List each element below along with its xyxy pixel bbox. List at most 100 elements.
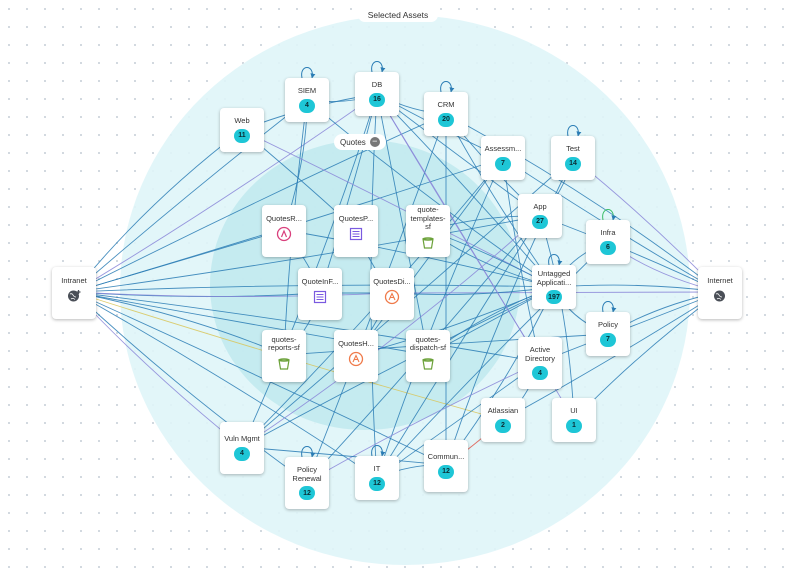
edge-db-to-quote-inf: [319, 93, 378, 294]
node-policy-renewal[interactable]: Policy Renewal 12: [285, 457, 329, 509]
edge-commun-to-vuln-mgmt: [241, 445, 447, 466]
quotes-group-label: Quotes: [340, 137, 366, 147]
edge-intranet-to-crm: [73, 113, 447, 293]
node-assessm[interactable]: Assessm... 7: [481, 136, 525, 180]
count-badge: 12: [369, 476, 385, 491]
count-badge: 27: [532, 214, 548, 229]
node-label: Policy Renewal: [292, 465, 322, 483]
edge-internet-to-atlassian: [502, 291, 721, 421]
node-label: quotes-reports-sf: [268, 334, 300, 352]
edge-intranet-to-db: [73, 93, 378, 293]
count-badge: 4: [532, 366, 548, 380]
bucket-icon: [420, 356, 436, 377]
node-label: QuotesR...: [266, 213, 302, 223]
node-label: QuoteInF...: [301, 276, 339, 286]
count-badge: 12: [299, 486, 315, 500]
count-badge: 20: [438, 112, 454, 127]
edge-intranet-to-policy-renewal: [73, 291, 308, 483]
node-label: quotes-dispatch-sf: [409, 334, 447, 352]
count-badge: 4: [299, 98, 315, 113]
count-badge: 6: [600, 240, 616, 255]
node-label: SIEM: [297, 86, 317, 96]
edge-intranet-to-active-directory: [73, 291, 541, 364]
node-label: Untagged Applicati...: [536, 269, 572, 287]
edge-internet-to-crm: [445, 113, 721, 293]
self-loop-policy-renewal: [301, 446, 316, 458]
self-loop-test: [567, 125, 582, 137]
quotes-group-toggle[interactable]: Quotes −: [334, 134, 386, 150]
count-badge: 14: [565, 156, 581, 171]
bucket-icon: [276, 356, 292, 377]
self-loop-it: [371, 445, 386, 457]
self-loop-crm: [440, 81, 455, 93]
node-quotes-r[interactable]: QuotesR...: [262, 205, 306, 257]
node-quotes-reports[interactable]: quotes-reports-sf: [262, 330, 306, 382]
globe-icon: [712, 288, 728, 309]
node-label: Infra: [600, 228, 616, 238]
edge-app-to-it: [376, 215, 541, 479]
edge-ui-to-app: [539, 215, 575, 421]
node-label: Assessm...: [484, 144, 522, 154]
node-quotes-p[interactable]: QuotesP...: [334, 205, 378, 257]
edge-intranet-to-quotes-dispatch: [73, 291, 429, 357]
node-label: QuotesH...: [338, 338, 374, 348]
node-label: DB: [371, 80, 383, 90]
globe-plus-icon: [66, 288, 82, 309]
edge-intranet-to-it: [73, 291, 378, 479]
node-label: Active Directory: [524, 345, 555, 363]
node-commun[interactable]: Commun...12: [424, 440, 468, 492]
edge-assessm-to-active-directory: [502, 157, 542, 363]
node-intranet[interactable]: Intranet: [52, 267, 96, 319]
function-icon: [348, 351, 364, 372]
node-label: Commun...: [427, 452, 465, 462]
lambda-icon: [276, 226, 292, 247]
edge-intranet-to-quotes-r: [73, 228, 285, 293]
selected-assets-label: Selected Assets: [358, 8, 438, 22]
count-badge: 7: [495, 156, 511, 171]
node-label: Intranet: [61, 275, 87, 285]
node-label: QuotesDi...: [373, 276, 411, 286]
node-infra[interactable]: Infra 6: [586, 220, 630, 264]
node-label: Atlassian: [487, 406, 519, 416]
node-policy[interactable]: Policy 7: [586, 312, 630, 356]
node-label: Internet: [707, 275, 733, 285]
edge-untagged-to-vuln-mgmt: [241, 286, 555, 448]
edge-db-to-untagged: [376, 93, 555, 288]
queue-icon: [348, 226, 364, 247]
count-badge: 11: [234, 128, 250, 143]
node-vuln-mgmt[interactable]: Vuln Mgmt 4: [220, 422, 264, 474]
bucket-icon: [420, 235, 436, 256]
node-quote-inf[interactable]: QuoteInF...: [298, 268, 342, 320]
node-label: Policy: [597, 320, 618, 330]
count-badge: 7: [600, 332, 616, 347]
edge-assessm-to-it: [376, 157, 504, 479]
edge-intranet-to-app: [73, 214, 541, 293]
node-active-directory[interactable]: Active Directory 4: [518, 337, 562, 389]
self-loop-siem: [301, 67, 316, 79]
node-quotes-dispatch[interactable]: quotes-dispatch-sf: [406, 330, 450, 382]
self-loop-policy: [602, 301, 617, 313]
count-badge: 4: [234, 446, 250, 461]
node-label: Vuln Mgmt: [224, 434, 260, 444]
node-untagged[interactable]: Untagged Applicati...197: [532, 265, 576, 309]
node-quote-templates[interactable]: quote-templates-sf: [406, 205, 450, 257]
self-loop-infra: [602, 209, 617, 221]
node-quotes-di[interactable]: QuotesDi...: [370, 268, 414, 320]
self-loop-untagged: [548, 254, 563, 266]
node-internet[interactable]: Internet: [698, 267, 742, 319]
edge-web-to-untagged: [241, 129, 555, 288]
edge-active-directory-to-policy-renewal: [306, 361, 541, 483]
node-quotes-h[interactable]: QuotesH...: [334, 330, 378, 382]
edge-intranet-to-quotes-reports: [73, 291, 285, 356]
function-icon: [384, 289, 400, 310]
count-badge: 1: [566, 418, 582, 433]
node-siem[interactable]: SIEM 4: [285, 78, 329, 122]
